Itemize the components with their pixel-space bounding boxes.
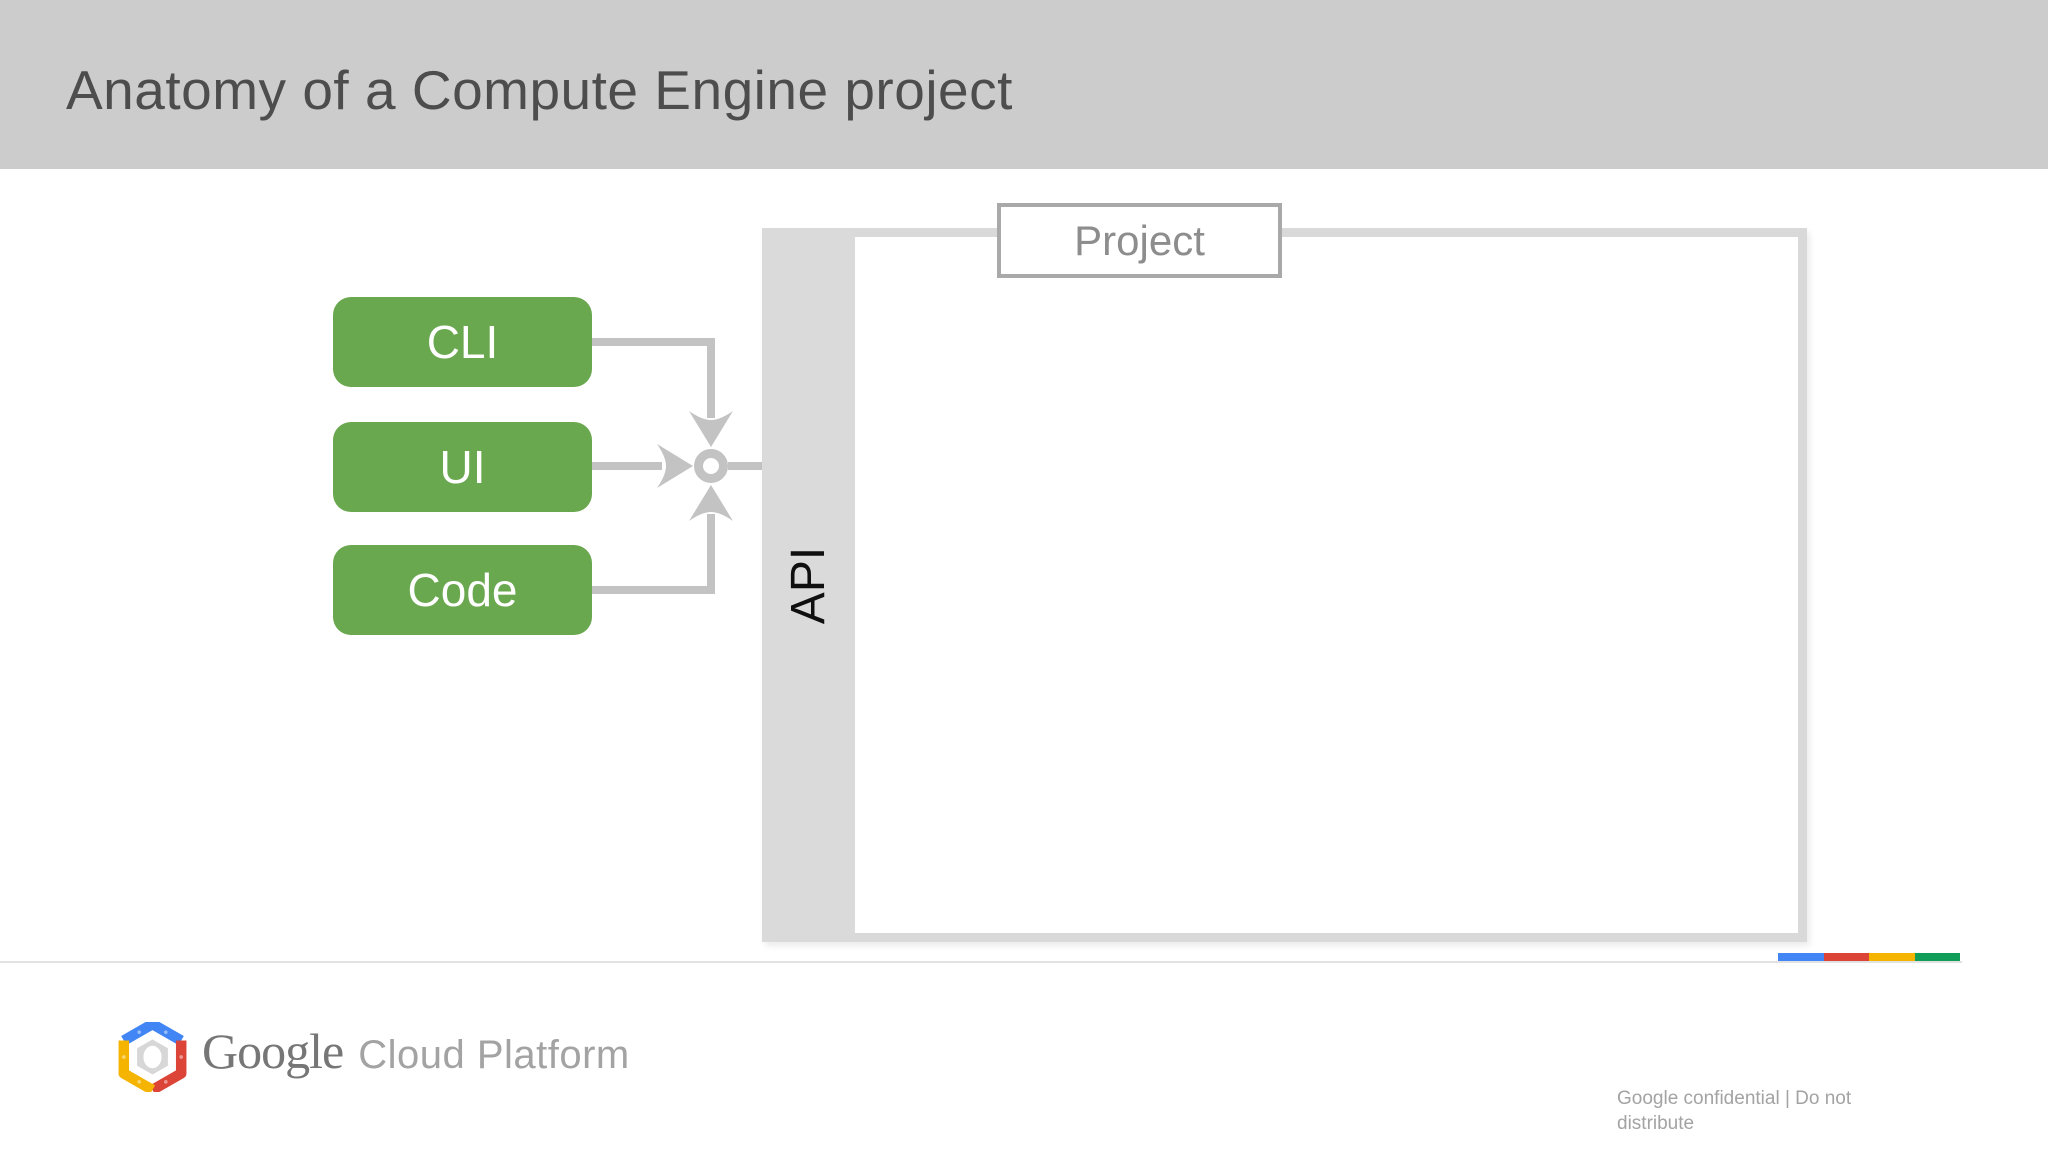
google-wordmark: Google [202, 1023, 344, 1079]
connector-code-line [592, 514, 715, 594]
node-cli-label: CLI [426, 316, 499, 368]
footer-divider [0, 961, 1962, 963]
slide-title: Anatomy of a Compute Engine project [66, 58, 1013, 121]
connector-cli-line [592, 338, 715, 418]
project-label-text: Project [1074, 216, 1205, 264]
cloud-platform-wordmark: Cloud Platform [358, 1033, 630, 1077]
brand-bar-yellow-segment [1869, 953, 1915, 961]
node-code-label: Code [407, 564, 518, 616]
brand-bar-green-segment [1914, 953, 1960, 961]
brand-bar-blue-segment [1778, 953, 1824, 961]
brand-bar-red-segment [1823, 953, 1869, 961]
project-container [762, 228, 1807, 942]
google-brand-bar [1778, 953, 1960, 961]
confidential-line-1: Google confidential | Do not [1617, 1088, 1852, 1109]
arrow-right-icon [657, 444, 693, 488]
node-ui-label: UI [439, 441, 486, 493]
gcp-logo: Google Cloud Platform [117, 1022, 630, 1092]
arrow-down-icon [689, 411, 733, 447]
confidential-note: Google confidential | Do not distribute [1617, 1086, 1917, 1136]
node-ui: UI [333, 422, 592, 512]
confidential-line-2: distribute [1617, 1113, 1695, 1134]
project-label-box: Project [997, 203, 1282, 278]
api-bar: API [762, 228, 855, 942]
arrow-up-icon [689, 485, 733, 521]
node-cli: CLI [333, 297, 592, 387]
api-label: API [782, 546, 835, 624]
hub-ring-icon [694, 449, 728, 483]
node-code: Code [333, 545, 592, 635]
gcp-hexagon-icon [118, 1022, 187, 1092]
slide-header: Anatomy of a Compute Engine project [0, 0, 2048, 169]
